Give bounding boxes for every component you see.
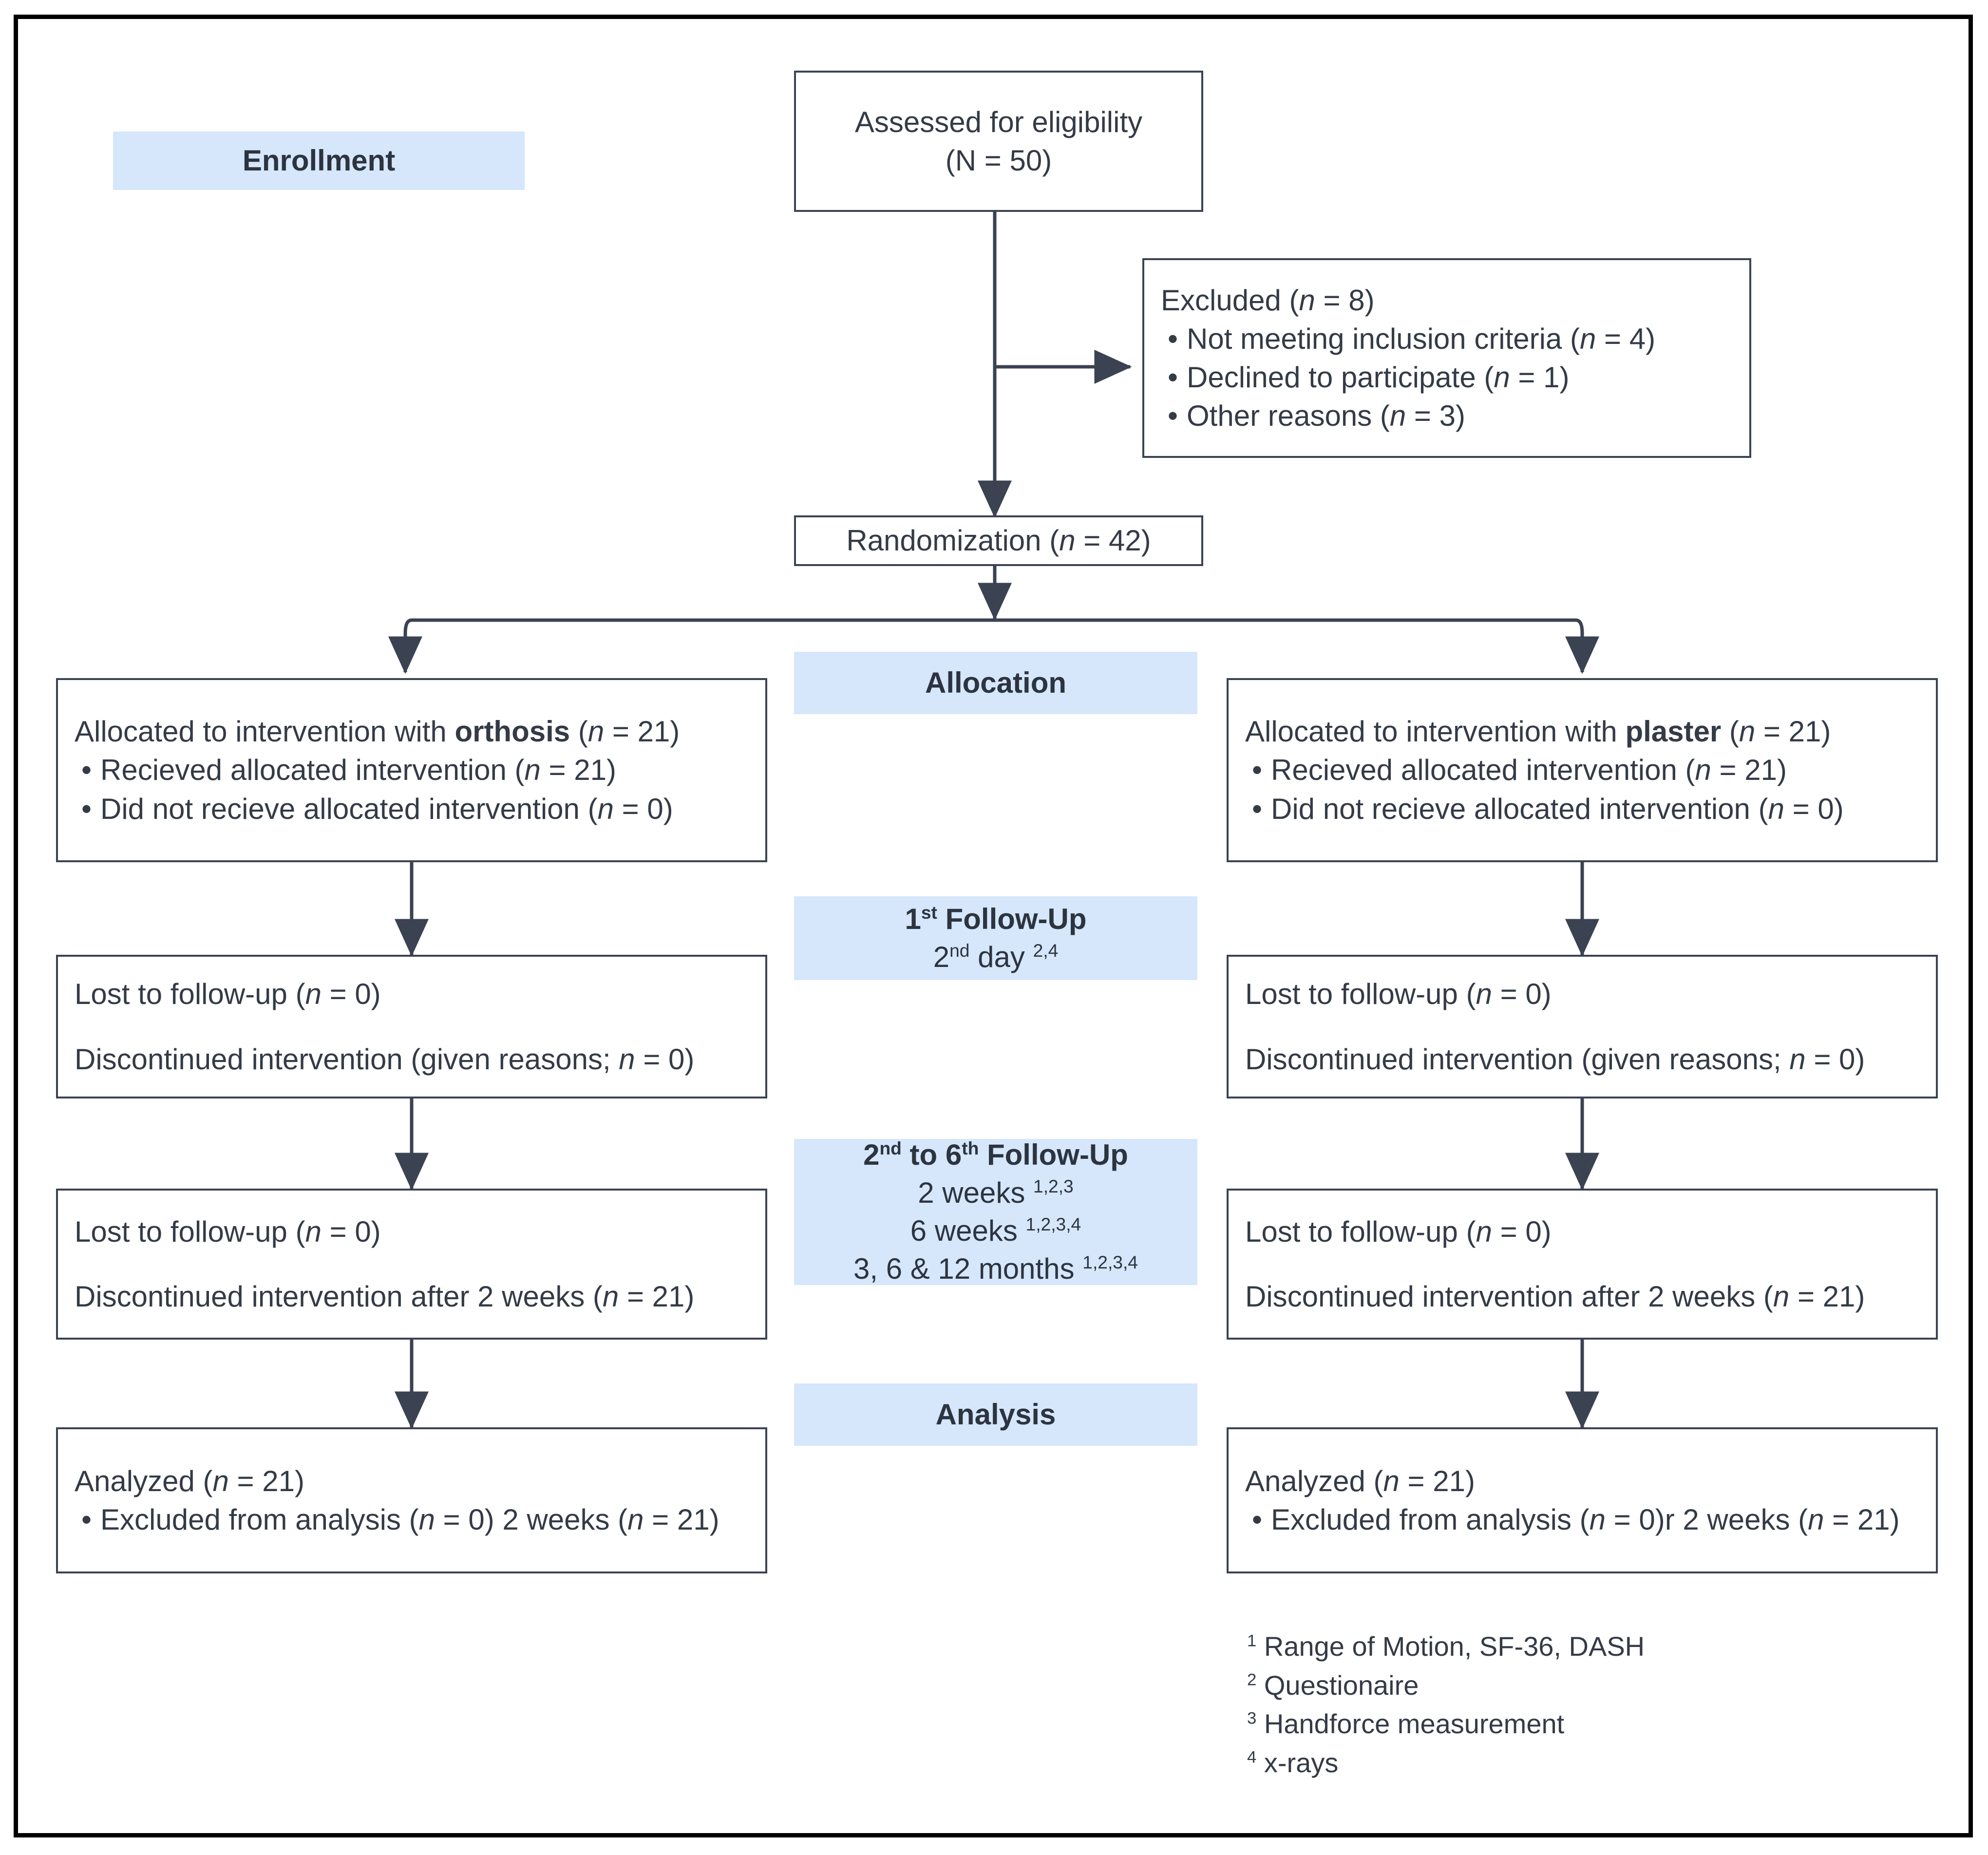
excluded-heading: Excluded (n = 8) <box>1161 284 1375 317</box>
banner-enrollment: Enrollment <box>113 132 525 190</box>
assessed-line-2: (N = 50) <box>945 144 1052 177</box>
fu2-right-lost: Lost to follow-up (n = 0) <box>1245 1215 1552 1248</box>
fu2-left-discontinued: Discontinued intervention after 2 weeks … <box>75 1280 695 1313</box>
node-analysis-right: Analyzed (n = 21) Excluded from analysis… <box>1227 1427 1938 1573</box>
fu2-right-spacer <box>1245 1251 1919 1277</box>
fu1-right-spacer <box>1245 1014 1919 1040</box>
excluded-item-1: Declined to participate (n = 1) <box>1161 358 1733 397</box>
node-followup2-left: Lost to follow-up (n = 0) Discontinued i… <box>56 1189 767 1340</box>
node-allocation-left: Allocated to intervention with orthosis … <box>56 678 767 862</box>
banner-second-to-sixth-title: 2nd to 6th Follow-Up <box>863 1138 1128 1171</box>
fu1-left-discontinued: Discontinued intervention (given reasons… <box>75 1042 695 1076</box>
fu2-left-lost: Lost to follow-up (n = 0) <box>75 1215 381 1248</box>
footnote-list: 1 Range of Motion, SF-36, DASH 2 Questio… <box>1247 1627 1919 1782</box>
fu1-left-lost: Lost to follow-up (n = 0) <box>75 978 381 1011</box>
ordinal-suffix: st <box>921 902 937 923</box>
alloc-left-item-1: Did not recieve allocated intervention (… <box>75 790 749 828</box>
fu2-right-discontinued: Discontinued intervention after 2 weeks … <box>1245 1280 1865 1313</box>
node-analysis-left: Analyzed (n = 21) Excluded from analysis… <box>56 1427 767 1573</box>
footnote-marks: 2,4 <box>1033 940 1059 961</box>
footnote-marks: 1,2,3 <box>1033 1176 1074 1196</box>
analysis-left-item: Excluded from analysis (n = 0) 2 weeks (… <box>75 1500 749 1539</box>
footnote-mark: 1 <box>1247 1631 1257 1650</box>
randomization-label: Randomization (n = 42) <box>846 524 1151 557</box>
banner-second-to-sixth-followup: 2nd to 6th Follow-Up 2 weeks 1,2,3 6 wee… <box>794 1138 1197 1285</box>
node-followup1-right: Lost to follow-up (n = 0) Discontinued i… <box>1227 955 1938 1098</box>
banner-followup-row-0: 2 weeks 1,2,3 <box>918 1176 1074 1209</box>
node-followup2-right: Lost to follow-up (n = 0) Discontinued i… <box>1227 1189 1938 1340</box>
footnote-4: 4 x-rays <box>1247 1747 1339 1778</box>
node-allocation-right: Allocated to intervention with plaster (… <box>1227 678 1938 862</box>
excluded-item-0: Not meeting inclusion criteria (n = 4) <box>1161 320 1733 358</box>
ordinal-suffix: nd <box>879 1138 902 1158</box>
banner-analysis: Analysis <box>794 1383 1197 1446</box>
footnote-1: 1 Range of Motion, SF-36, DASH <box>1247 1631 1645 1662</box>
alloc-right-item-1: Did not recieve allocated intervention (… <box>1245 790 1919 828</box>
node-followup1-left: Lost to follow-up (n = 0) Discontinued i… <box>56 955 767 1098</box>
alloc-right-item-0: Recieved allocated intervention (n = 21) <box>1245 751 1919 789</box>
alloc-right-heading: Allocated to intervention with plaster (… <box>1245 715 1831 748</box>
fu2-left-spacer <box>75 1251 749 1277</box>
footnote-3: 3 Handforce measurement <box>1247 1708 1565 1740</box>
alloc-left-heading: Allocated to intervention with orthosis … <box>75 715 680 748</box>
assessed-line-1: Assessed for eligibility <box>854 105 1143 138</box>
ordinal-suffix: th <box>962 1138 979 1158</box>
banner-first-followup-title: 1st Follow-Up <box>905 902 1087 935</box>
footnote-mark: 2 <box>1247 1670 1257 1689</box>
banner-followup-row-2: 3, 6 & 12 months 1,2,3,4 <box>853 1252 1138 1285</box>
banner-followup-row-1: 6 weeks 1,2,3,4 <box>910 1214 1081 1247</box>
ordinal-suffix: nd <box>949 940 970 961</box>
banner-first-followup-sub: 2nd day 2,4 <box>933 940 1059 973</box>
banner-analysis-label: Analysis <box>935 1398 1056 1431</box>
footnote-2: 2 Questionaire <box>1247 1669 1419 1701</box>
analysis-left-heading: Analyzed (n = 21) <box>75 1464 304 1497</box>
banner-allocation-label: Allocation <box>925 666 1066 699</box>
node-assessed-for-eligibility: Assessed for eligibility (N = 50) <box>794 71 1203 212</box>
footnote-mark: 3 <box>1247 1709 1257 1728</box>
analysis-right-heading: Analyzed (n = 21) <box>1245 1464 1475 1497</box>
fu1-left-spacer <box>75 1014 749 1040</box>
fu1-right-discontinued: Discontinued intervention (given reasons… <box>1245 1042 1865 1076</box>
node-randomization: Randomization (n = 42) <box>794 515 1203 566</box>
analysis-right-item: Excluded from analysis (n = 0)r 2 weeks … <box>1245 1500 1919 1539</box>
footnote-mark: 4 <box>1247 1747 1257 1766</box>
banner-allocation: Allocation <box>794 652 1197 714</box>
banner-enrollment-label: Enrollment <box>242 144 396 177</box>
footnote-marks: 1,2,3,4 <box>1082 1252 1138 1272</box>
alloc-left-item-0: Recieved allocated intervention (n = 21) <box>75 751 749 789</box>
excluded-item-2: Other reasons (n = 3) <box>1161 397 1733 435</box>
banner-first-followup: 1st Follow-Up 2nd day 2,4 <box>794 896 1197 980</box>
fu1-right-lost: Lost to follow-up (n = 0) <box>1245 978 1552 1011</box>
node-excluded: Excluded (n = 8) Not meeting inclusion c… <box>1142 258 1751 458</box>
footnote-marks: 1,2,3,4 <box>1025 1214 1081 1234</box>
